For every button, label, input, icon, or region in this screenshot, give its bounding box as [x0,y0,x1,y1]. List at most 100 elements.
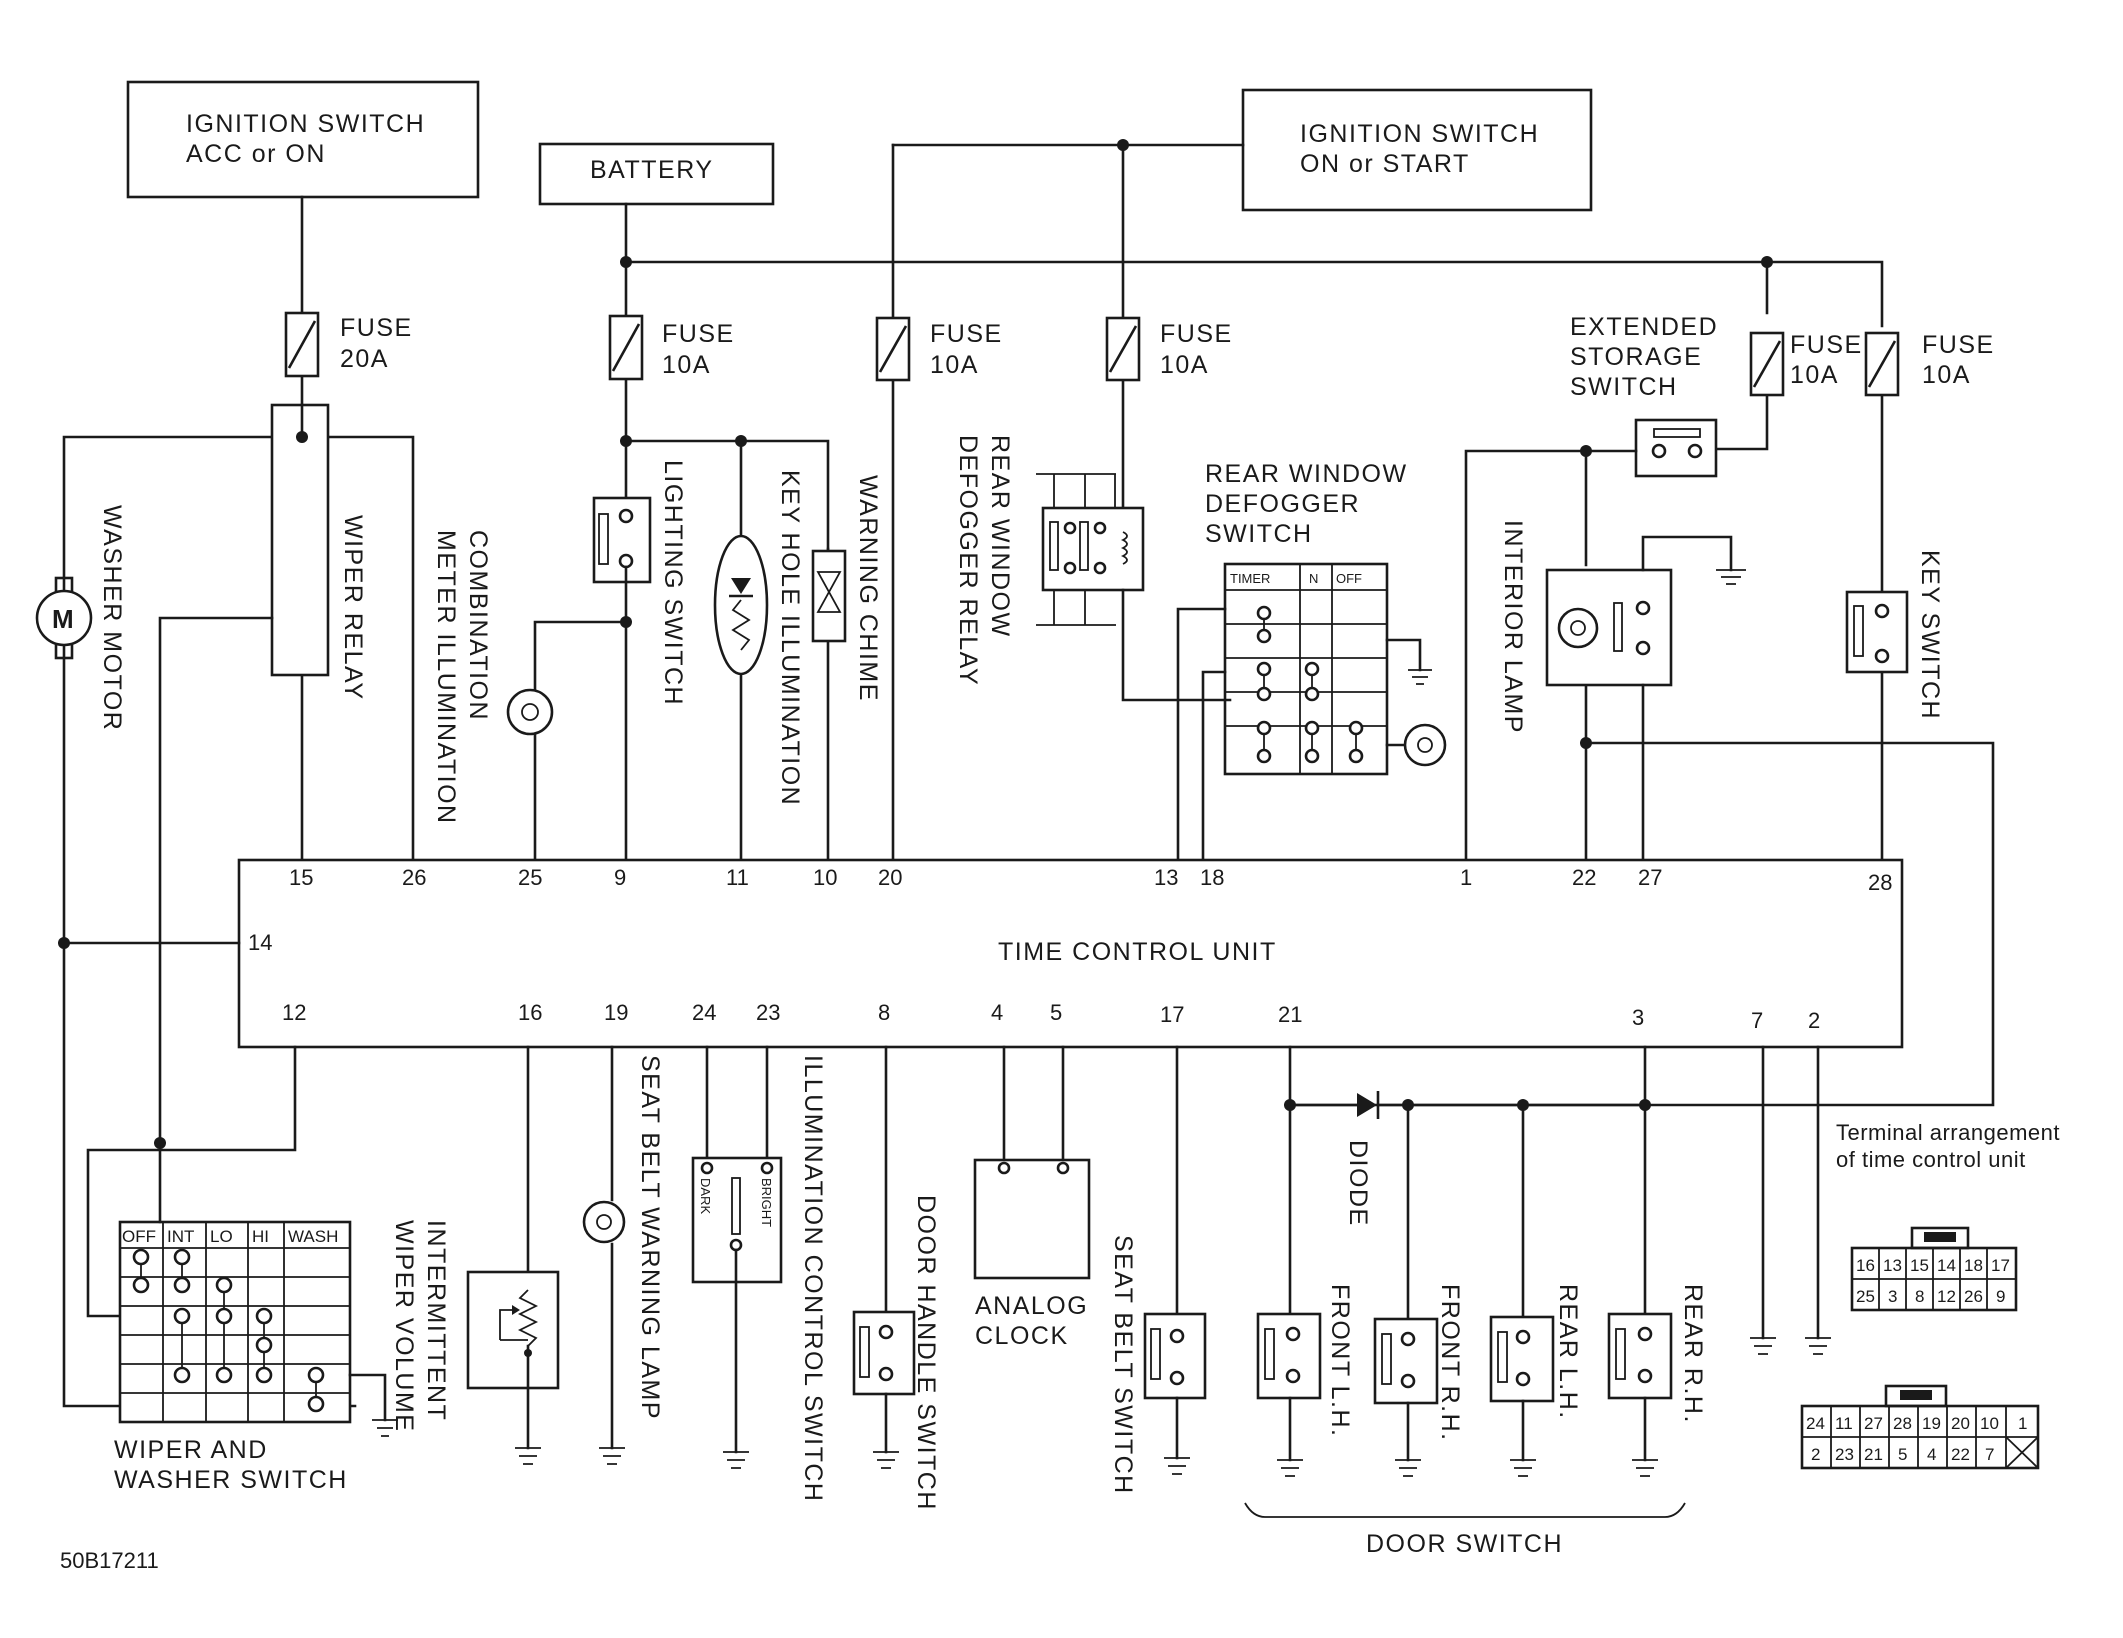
illum-control-label: ILLUMINATION CONTROL SWITCH [799,1055,827,1502]
defog-relay-label-1: REAR WINDOW [986,435,1014,638]
unused-pin-mark [2005,1436,2039,1469]
tcu-pin-26: 26 [402,865,426,890]
ignition-acc-label-2: ACC or ON [186,140,326,168]
svg-text:24: 24 [1806,1414,1825,1433]
warning-chime: WARNING CHIME [811,475,882,702]
tcu-pin-4: 4 [991,1000,1003,1025]
time-control-unit: TIME CONTROL UNIT 15 26 25 9 11 10 20 13… [237,858,1904,1049]
svg-text:7: 7 [1985,1445,1994,1464]
washer-motor-label: WASHER MOTOR [98,505,126,731]
wiper-relay-label: WIPER RELAY [339,515,367,701]
tcu-pin-19: 19 [604,1000,628,1025]
fuse-key-rating: 10A [1922,361,1971,389]
door-switch-rear-rh: REAR R.H. [1607,1284,1707,1477]
tcu-pin-24: 24 [692,1000,716,1025]
svg-text:9: 9 [1996,1287,2005,1306]
int-wiper-label-1: INTERMITTENT [422,1220,450,1421]
ignition-on-label-2: ON or START [1300,150,1470,178]
tcu-pin-25: 25 [518,865,542,890]
lighting-switch: LIGHTING SWITCH [592,460,687,862]
key-hole-label: KEY HOLE ILLUMINATION [776,470,804,806]
tcu-pin-21: 21 [1278,1002,1302,1027]
connector-16-pin: 16 13 15 14 18 17 25 3 8 12 26 9 [1850,1226,2018,1312]
door-switch-front-rh: FRONT R.H. [1373,1284,1464,1477]
fuse-storage-rating: 10A [1790,361,1839,389]
svg-text:25: 25 [1856,1287,1875,1306]
svg-text:2: 2 [1811,1445,1820,1464]
rear-window-defogger-relay: REAR WINDOW DEFOGGER RELAY [954,435,1232,702]
key-switch-label: KEY SWITCH [1916,550,1944,720]
tcu-pin-13: 13 [1154,865,1178,890]
front-lh-label: FRONT L.H. [1326,1284,1354,1437]
fuse-battery-rating: 10A [662,351,711,379]
svg-text:11: 11 [1835,1414,1853,1433]
front-rh-label: FRONT R.H. [1436,1284,1464,1442]
door-switch-brace [1244,1502,1686,1518]
ignition-switch-acc-box: IGNITION SWITCH ACC or ON [126,80,480,199]
tcu-pin-8: 8 [878,1000,890,1025]
svg-text:5: 5 [1898,1445,1907,1464]
tcu-pin-28: 28 [1868,870,1892,895]
svg-text:19: 19 [1922,1414,1941,1433]
terminal-arrangement: Terminal arrangement of time control uni… [1800,1120,2060,1470]
terminal-arr-label-2: of time control unit [1836,1147,2026,1172]
wiper-switch-label-1: WIPER AND [114,1436,268,1464]
seat-belt-warning-lamp: SEAT BELT WARNING LAMP [582,1045,664,1465]
terminal-arr-label-1: Terminal arrangement [1836,1120,2060,1145]
wiper-washer-switch: OFF INT LO HI WASH WIPER AND WASHER SWIT… [86,1045,398,1494]
fuse-20a: FUSE 20A [284,311,413,378]
defog-switch-label-3: SWITCH [1205,520,1313,548]
extended-storage-switch: EXTENDED STORAGE SWITCH [1570,313,1718,478]
seat-belt-switch-label: SEAT BELT SWITCH [1109,1235,1137,1495]
diagram-code: 50B17211 [60,1548,159,1573]
svg-text:20: 20 [1951,1414,1970,1433]
tcu-pin-5: 5 [1050,1000,1062,1025]
svg-text:28: 28 [1893,1414,1912,1433]
diode-label: DIODE [1344,1140,1372,1227]
door-switch-front-lh: FRONT L.H. [1256,1284,1354,1477]
defog-switch-label-2: DEFOGGER [1205,490,1360,518]
svg-text:16: 16 [1856,1256,1875,1275]
fuse-10a-key: FUSE 10A [1864,331,1995,397]
fuse-chime-rating: 10A [930,351,979,379]
wiper-header-hi: HI [252,1227,269,1246]
tcu-pin-7: 7 [1751,1008,1763,1033]
int-wiper-label-2: WIPER VOLUME [390,1220,418,1432]
tcu-pin-2: 2 [1808,1008,1820,1033]
svg-text:3: 3 [1888,1287,1897,1306]
fuse-10a-defog: FUSE 10A [1105,316,1231,382]
defog-header-n: N [1309,571,1318,586]
svg-text:14: 14 [1937,1256,1956,1275]
door-handle-label: DOOR HANDLE SWITCH [912,1195,940,1511]
door-switches: DIODE FRONT L.H. FRONT R.H. [1244,1045,1707,1558]
fuse-defog-rating: 10A [1160,351,1209,379]
tcu-pin-22: 22 [1572,865,1596,890]
battery-label: BATTERY [590,156,714,184]
door-switch-rear-lh: REAR L.H. [1489,1284,1582,1477]
tcu-pin-12: 12 [282,1000,306,1025]
fuses: FUSE 20A FUSE 10A FUSE 10A FUSE 10A FUSE… [284,311,1995,397]
tcu-pin-27: 27 [1638,865,1662,890]
defog-switch-label-1: REAR WINDOW [1205,460,1408,488]
illumination-control-switch: DARK BRIGHT ILLUMINATION CONTROL SWITCH [691,1045,827,1502]
tcu-pin-16: 16 [518,1000,542,1025]
ignition-switch-on-box: IGNITION SWITCH ON or START [1241,88,1593,212]
tcu-pin-17: 17 [1160,1002,1184,1027]
rear-window-defogger-switch: REAR WINDOW DEFOGGER SWITCH TIMER N OFF [1176,460,1447,862]
svg-text:27: 27 [1864,1414,1883,1433]
svg-text:17: 17 [1991,1256,2010,1275]
ignition-on-label-1: IGNITION SWITCH [1300,120,1539,148]
fuse-chime-label: FUSE [930,320,1003,348]
defog-header-off: OFF [1336,571,1362,586]
fuse-storage-label: FUSE [1790,331,1863,359]
rear-lh-label: REAR L.H. [1554,1284,1582,1420]
defog-header-timer: TIMER [1230,571,1270,586]
fuse-20a-label: FUSE [340,314,413,342]
fuse-10a-battery: FUSE 10A [608,314,733,381]
fuse-key-label: FUSE [1922,331,1995,359]
svg-text:12: 12 [1937,1287,1956,1306]
fuse-10a-chime: FUSE 10A [875,316,1003,382]
ext-storage-label-3: SWITCH [1570,373,1678,401]
fuse-20a-rating: 20A [340,345,389,373]
